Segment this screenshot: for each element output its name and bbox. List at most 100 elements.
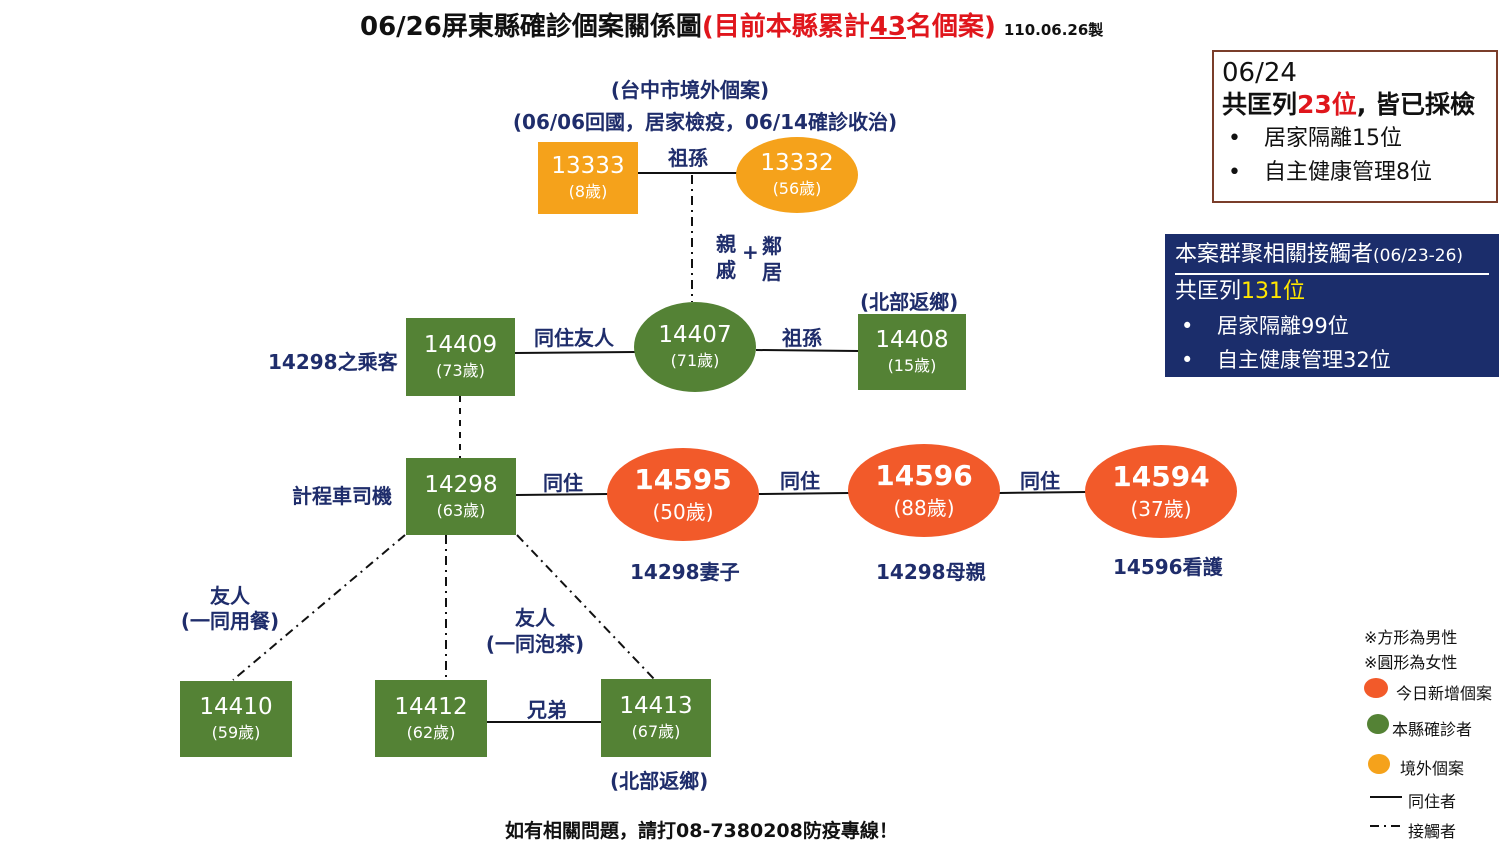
case-id: 14298 [424,471,498,498]
label-taichung-detail: (06/06回國，居家檢疫，06/14確診收治) [512,110,898,134]
info-cluster-total: 共匡列131位 [1175,275,1489,309]
title-total-prefix: (目前本縣累計 [701,12,870,42]
case-id: 14410 [199,694,273,720]
info-0624-suffix: , 皆已採檢 [1356,90,1476,119]
bullet: • [1181,348,1194,372]
info-cluster-list: • 居家隔離99位 • 自主健康管理32位 [1175,309,1489,377]
case-node-14413[interactable]: 14413 (67歲) [601,679,711,757]
list-item-text: 自主健康管理8位 [1264,160,1432,185]
case-id: 13333 [551,153,625,179]
case-node-14594[interactable]: 14594 (37歲) [1085,445,1237,538]
label-taxi-driver: 計程車司機 [292,484,392,508]
page-title: 06/26屏東縣確診個案關係圖(目前本縣累計43名個案)110.06.26製 [360,6,1220,42]
case-id: 14413 [619,693,693,719]
case-age: (71歲) [670,351,720,370]
legend-line-icons [1370,796,1402,827]
title-date: 110.06.26製 [1003,21,1104,39]
case-age: (37歲) [1130,496,1192,521]
label-friend-tea-2: (一同泡茶) [485,632,585,656]
info-box-cluster: 本案群聚相關接觸者(06/23-26) 共匡列131位 • 居家隔離99位 • 自主… [1165,234,1499,377]
case-node-14407[interactable]: 14407 (71歲) [634,302,756,392]
line-14595-14596 [757,492,850,495]
case-id: 14407 [658,322,732,348]
legend-note-circle: ※圓形為女性 [1364,653,1458,672]
line-14298-14595 [515,493,609,496]
info-0624-prefix: 共匡列 [1222,90,1298,119]
label-brothers: 兄弟 [527,698,567,722]
case-age: (8歲) [568,182,608,201]
label-caregiver: 14596看護 [1113,555,1223,579]
title-total-suffix: 名個案) [905,12,996,42]
info-cluster-date: (06/23-26) [1373,246,1464,266]
label-north-return-1: (北部返鄉) [860,290,959,314]
case-age: (59歲) [211,723,261,742]
label-passenger: 14298之乘客 [268,350,398,374]
info-box-0624: 06/24 共匡列23位, 皆已採檢 • 居家隔離15位 • 自主健康管理8位 [1212,50,1498,203]
case-node-14412[interactable]: 14412 (62歲) [375,680,487,757]
label-neighbor-1: 鄰 [762,234,782,258]
case-age: (88歲) [893,495,955,520]
list-item-text: 居家隔離15位 [1264,126,1402,151]
bullet: • [1228,160,1241,185]
info-0624-list: • 居家隔離15位 • 自主健康管理8位 [1222,122,1488,190]
legend-new: 今日新增個案 [1396,684,1493,703]
list-item-text: 居家隔離99位 [1217,314,1349,338]
label-north-return-2: (北部返鄉) [610,769,709,793]
case-id: 14412 [394,693,468,720]
label-cohabit-1: 同住 [543,471,583,495]
list-item-text: 自主健康管理32位 [1217,348,1391,372]
label-roommate-friend: 同住友人 [534,326,614,350]
line-14298-14410 [232,534,406,681]
case-id: 14594 [1112,459,1210,493]
case-age: (63歲) [436,500,486,520]
label-relative-1: 親 [716,232,736,256]
legend-note-square: ※方形為男性 [1364,628,1458,647]
case-id: 13332 [760,150,834,176]
footer-hotline: 如有相關問題，請打08-7380208防疫專線！ [505,820,898,842]
legend-cohabitant: 同住者 [1408,792,1457,811]
bullet: • [1181,314,1194,338]
label-friend-tea-1: 友人 [515,606,555,630]
case-age: (62歲) [406,722,456,742]
info-0624-total: 共匡列23位, 皆已採檢 [1222,88,1488,122]
label-relative-2: 戚 [716,258,736,282]
line-14409-14407 [514,351,636,354]
line-14407-14408 [755,349,859,352]
label-wife: 14298妻子 [630,560,740,584]
list-item: • 自主健康管理32位 [1175,343,1489,377]
list-item: • 自主健康管理8位 [1222,156,1488,190]
case-age: (15歲) [887,356,937,375]
bullet: • [1228,126,1241,151]
case-node-13333[interactable]: 13333 (8歲) [538,142,638,214]
label-plus: + [742,240,759,264]
info-cluster-header: 本案群聚相關接觸者(06/23-26) [1175,238,1489,275]
list-item: • 居家隔離15位 [1222,122,1488,156]
info-0624-date: 06/24 [1222,58,1297,88]
case-age: (67歲) [631,722,681,741]
case-id: 14409 [423,332,498,358]
label-taichung-imported: (台中市境外個案) [610,78,770,102]
info-cluster-count: 131位 [1241,279,1306,304]
case-id: 14595 [634,462,732,496]
case-node-13332[interactable]: 13332 (56歲) [736,137,858,213]
info-cluster-title: 本案群聚相關接觸者 [1175,242,1374,267]
legend-imported-icon [1368,754,1390,774]
case-node-14298[interactable]: 14298 (63歲) [406,458,516,535]
label-cohabit-3: 同住 [1020,469,1060,493]
case-node-14410[interactable]: 14410 (59歲) [180,681,292,757]
title-total-count: 43 [869,12,906,42]
case-node-14408[interactable]: 14408 (15歲) [858,314,966,390]
legend-imported: 境外個案 [1400,759,1465,778]
legend-county: 本縣確診者 [1392,720,1473,739]
legend-new-icon [1364,678,1388,698]
case-age: (50歲) [652,499,714,524]
case-id: 14408 [875,327,949,353]
label-mother: 14298母親 [876,560,986,584]
info-0624-count: 23位 [1297,90,1357,119]
case-node-14409[interactable]: 14409 (73歲) [406,318,515,396]
title-total: (目前本縣累計43名個案) [702,12,996,42]
legend-contact: 接觸者 [1408,822,1457,841]
case-node-14596[interactable]: 14596 (88歲) [848,444,1000,537]
case-node-14595[interactable]: 14595 (50歲) [607,448,759,541]
